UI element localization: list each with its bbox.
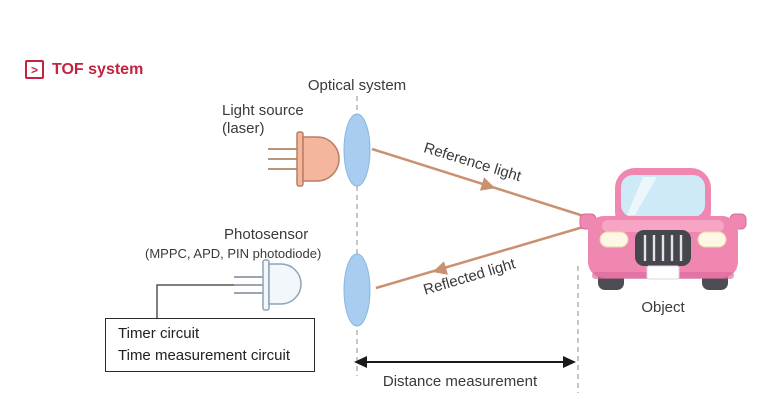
lens-bottom-icon	[343, 253, 371, 327]
reference-light-arrow	[371, 147, 591, 220]
distance-arrow	[354, 356, 576, 368]
light-source-line2: (laser)	[222, 120, 265, 137]
optical-system-label: Optical system	[307, 77, 407, 94]
photosensor-label: Photosensor	[224, 226, 309, 243]
distance-measurement-label: Distance measurement	[382, 373, 538, 390]
timer-box-line2: Time measurement circuit	[118, 347, 290, 364]
photodiode-icon	[234, 259, 302, 311]
object-label: Object	[641, 299, 685, 316]
light-source-label: Light source (laser)	[222, 102, 304, 138]
lens-top-icon	[343, 113, 371, 187]
car-icon	[579, 168, 747, 290]
diagram-title: TOF system	[52, 60, 144, 78]
reflected-light-arrow	[375, 223, 591, 290]
timer-box-line1: Timer circuit	[118, 325, 200, 342]
timer-connector-line	[156, 284, 234, 318]
light-source-line1: Light source	[222, 102, 304, 119]
chevron-badge-icon: >	[25, 60, 44, 79]
timer-circuit-box: Timer circuit Time measurement circuit	[105, 318, 315, 372]
diagram-header: > TOF system	[25, 60, 143, 79]
chevron-glyph: >	[30, 62, 38, 77]
photosensor-sub-label: (MPPC, APD, PIN photodiode)	[145, 246, 322, 261]
laser-led-icon	[268, 131, 340, 187]
